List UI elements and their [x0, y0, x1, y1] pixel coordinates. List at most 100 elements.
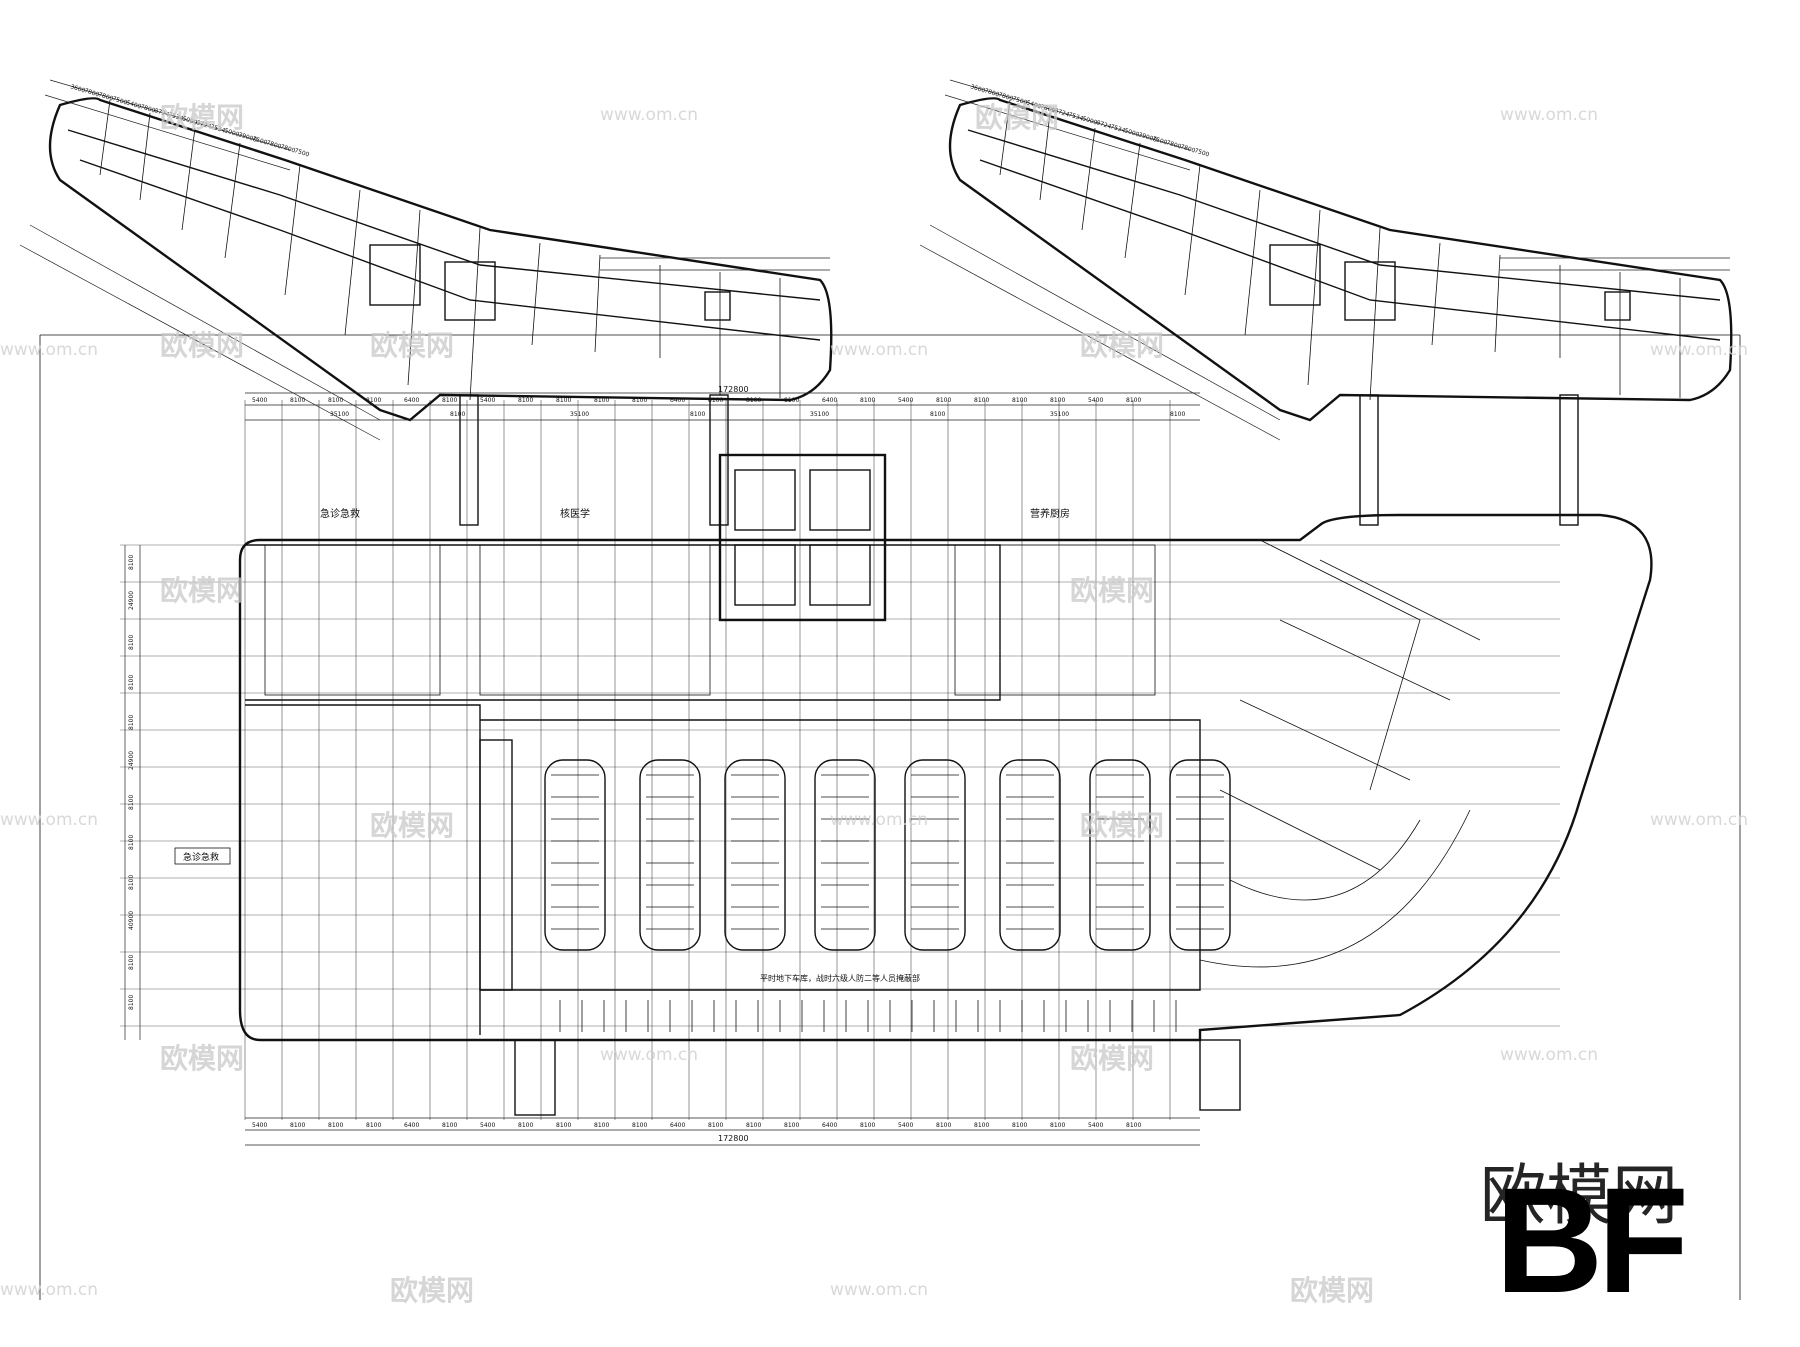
dimension-value: 5000	[1081, 115, 1098, 126]
watermark-text: 欧模网	[160, 574, 244, 607]
dimension-value: 8100	[128, 995, 135, 1010]
watermark-url: www.om.cn	[1500, 1045, 1598, 1065]
watermarks: 欧模网欧模网欧模网欧模网欧模网欧模网欧模网欧模网欧模网欧模网欧模网欧模网欧模网w…	[0, 101, 1748, 1307]
watermark-text: 欧模网	[390, 1274, 474, 1307]
dimension-value: 8100	[328, 397, 343, 404]
dimension-value: 8724	[1095, 119, 1112, 130]
watermark-url: www.om.cn	[600, 105, 698, 125]
watermark-url: www.om.cn	[830, 810, 928, 830]
dimension-value: 8724	[195, 119, 212, 130]
zone-labels: 急诊急救 核医学 营养厨房 急诊急救 平时地下车库，战时六级人防二等人员掩蔽部	[174, 507, 1070, 983]
overall-dimension-top: 172800	[718, 385, 749, 394]
dimension-value: 3600	[69, 83, 86, 94]
dimension-value: 35100	[1050, 411, 1069, 418]
dimension-value: 8100	[708, 1122, 723, 1129]
dimension-value: 8100	[556, 397, 571, 404]
dimension-value: 5400	[898, 1122, 913, 1129]
dimension-value: 7800	[1039, 103, 1056, 114]
watermark-url: www.om.cn	[600, 1045, 698, 1065]
dimension-value: 8100	[936, 397, 951, 404]
upper-room-bands	[264, 453, 1156, 696]
dimension-value: 7800	[983, 87, 1000, 98]
watermark-url: www.om.cn	[0, 810, 98, 830]
dimension-value: 5400	[1025, 99, 1042, 110]
dimension-value: 5000	[181, 115, 198, 126]
watermark-text: 欧模网	[1080, 329, 1164, 362]
dimension-value: 7800	[97, 91, 114, 102]
northeast-tower-wing	[919, 79, 1733, 526]
dimension-value: 8100	[128, 715, 135, 730]
dimension-value: 5400	[480, 1122, 495, 1129]
dimension-value: 7800	[265, 139, 282, 150]
dimension-value: 24900	[128, 751, 135, 770]
dimension-value: 8100	[1170, 411, 1185, 418]
watermark-text: 欧模网	[370, 329, 454, 362]
dimension-value: 8100	[784, 397, 799, 404]
emergency-entrance-label: 急诊急救	[183, 851, 219, 863]
parking-aisle-island	[544, 759, 606, 951]
dimension-value: 8100	[518, 1122, 533, 1129]
dimension-value: 8100	[128, 955, 135, 970]
dimension-value: 8100	[936, 1122, 951, 1129]
dimension-value: 7500	[111, 95, 128, 106]
dimension-value: 8100	[450, 411, 465, 418]
watermark-text: 欧模网	[160, 101, 244, 134]
watermark-text: 欧模网	[160, 1042, 244, 1075]
dimension-value: 7500	[251, 135, 268, 146]
northwest-tower-wing	[19, 79, 833, 526]
dimension-value: 8100	[930, 411, 945, 418]
dimension-value: 8100	[128, 875, 135, 890]
dimension-text: 172800 172800	[718, 385, 749, 1143]
dimension-value: 8100	[128, 555, 135, 570]
parking-aisle-island	[999, 759, 1061, 951]
dimension-value: 7800	[139, 103, 156, 114]
dimension-value: 8100	[1126, 1122, 1141, 1129]
zone-label-west: 急诊急救	[320, 507, 360, 520]
dimension-value: 8100	[328, 1122, 343, 1129]
watermark-url: www.om.cn	[0, 340, 98, 360]
dimension-value: 8724	[1053, 107, 1070, 118]
dimension-value: 8100	[746, 397, 761, 404]
watermark-text: 欧模网	[1290, 1274, 1374, 1307]
dimension-value: 7534	[167, 111, 184, 122]
dimension-value: 6400	[404, 1122, 419, 1129]
overall-dimension-bottom: 172800	[718, 1134, 749, 1143]
dimension-value: 8100	[1050, 397, 1065, 404]
dimension-value: 8100	[518, 397, 533, 404]
dimension-value: 8100	[1126, 397, 1141, 404]
watermark-url: www.om.cn	[830, 1280, 928, 1300]
watermark-text: 欧模网	[1080, 809, 1164, 842]
parking-aisle-island	[814, 759, 876, 951]
watermark-text: 欧模网	[975, 101, 1059, 134]
dimension-value: 8100	[974, 397, 989, 404]
dimension-value: 7500	[1011, 95, 1028, 106]
parking-aisle-island	[904, 759, 966, 951]
side-dimension-column: 8100249008100810081002490081008100810040…	[128, 555, 135, 1010]
dimension-value: 8100	[290, 397, 305, 404]
dimension-value: 8100	[128, 635, 135, 650]
dimension-value: 8100	[860, 397, 875, 404]
dimension-value: 8100	[290, 1122, 305, 1129]
dimension-value: 7800	[83, 87, 100, 98]
dimension-value: 8100	[442, 1122, 457, 1129]
dimension-value: 35100	[810, 411, 829, 418]
dimension-value: 6400	[404, 397, 419, 404]
watermark-url: www.om.cn	[830, 340, 928, 360]
watermark-url: www.om.cn	[0, 1280, 98, 1300]
dimension-value: 5400	[1088, 397, 1103, 404]
watermark-text: 欧模网	[370, 809, 454, 842]
watermark-url: www.om.cn	[1500, 105, 1598, 125]
dimension-value: 8100	[1050, 1122, 1065, 1129]
dimension-value: 8100	[442, 397, 457, 404]
vehicle-ramps	[479, 739, 1241, 1116]
dimension-value: 6400	[822, 397, 837, 404]
dimension-value: 7534	[1109, 123, 1126, 134]
dimension-value: 8100	[366, 397, 381, 404]
dimension-value: 7500	[293, 147, 310, 158]
basement-outline	[238, 513, 1653, 1042]
dimension-value: 8100	[690, 411, 705, 418]
dimension-value: 7800	[1165, 139, 1182, 150]
watermark-url: www.om.cn	[1650, 810, 1748, 830]
dimension-value: 7534	[1067, 111, 1084, 122]
